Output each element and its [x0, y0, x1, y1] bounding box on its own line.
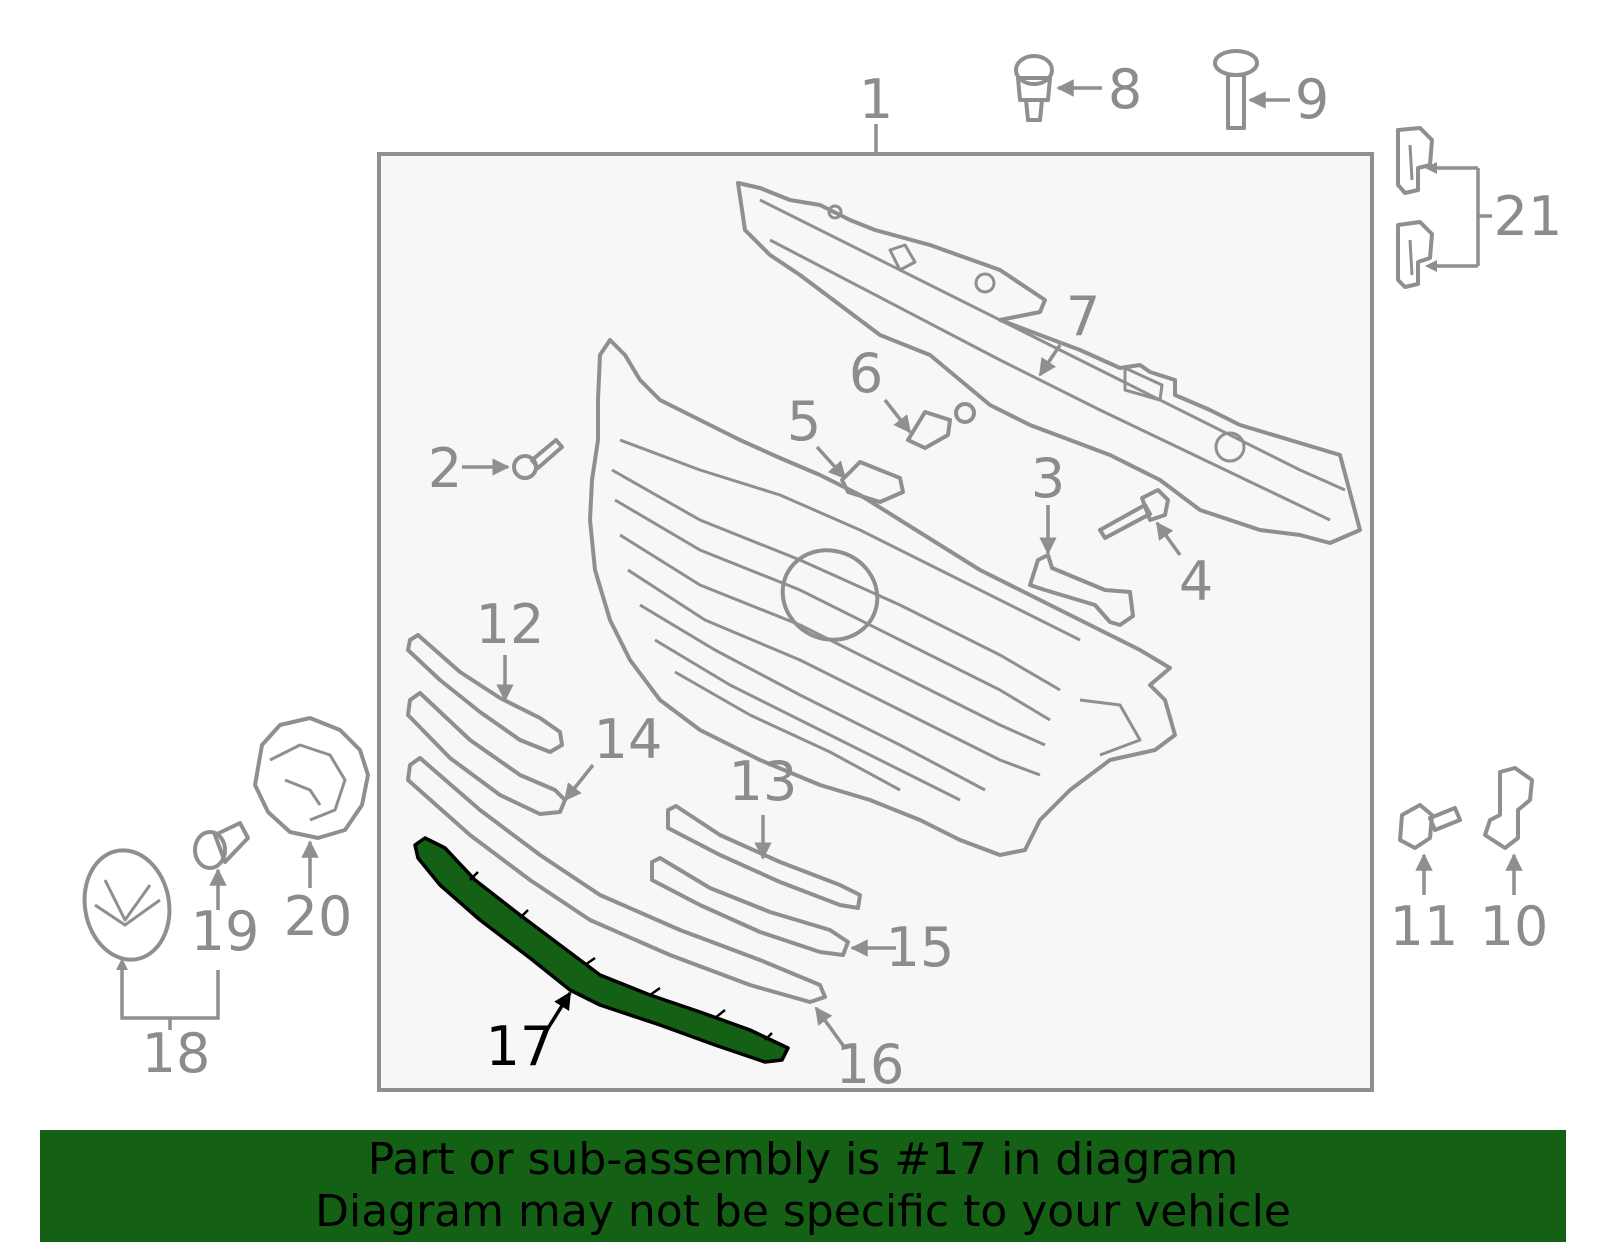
- callout-16: 16: [836, 1033, 905, 1096]
- notice-line-disclaimer: Diagram may not be specific to your vehi…: [315, 1186, 1291, 1237]
- leader-7: [1038, 344, 1062, 377]
- part-1-grille: [588, 338, 1177, 857]
- leader-6: [883, 398, 912, 434]
- part-13-trim: [666, 804, 862, 910]
- leader-5: [815, 445, 847, 480]
- part-17-lower-molding-highlighted: [413, 836, 790, 1064]
- leader-17: [543, 991, 572, 1034]
- leader-4: [1155, 521, 1182, 557]
- leader-18: [120, 965, 220, 1030]
- part-10-bracket: [1483, 766, 1534, 850]
- part-15-trim: [650, 856, 850, 957]
- part-8-push-clip: [1014, 54, 1054, 122]
- callout-10: 10: [1480, 895, 1549, 958]
- part-14-trim: [406, 691, 567, 816]
- callout-12: 12: [476, 593, 545, 656]
- callout-4: 4: [1179, 550, 1213, 613]
- part-7-upper-bracket: [736, 181, 1362, 545]
- part-2-bolt: [512, 438, 564, 480]
- notice-line-part: Part or sub-assembly is #17 in diagram: [367, 1134, 1239, 1185]
- part-18-emblem: [82, 848, 172, 962]
- callout-18: 18: [142, 1022, 211, 1085]
- leader-21: [1433, 166, 1492, 268]
- callout-17-highlighted: 17: [486, 1015, 555, 1078]
- callout-15: 15: [886, 916, 955, 979]
- leader-14: [563, 763, 595, 802]
- leader-16: [814, 1006, 847, 1050]
- callout-14: 14: [594, 708, 663, 771]
- callout-7: 7: [1066, 285, 1100, 348]
- callout-5: 5: [787, 390, 821, 453]
- callout-3: 3: [1031, 447, 1065, 510]
- notice-banner: Part or sub-assembly is #17 in diagram D…: [40, 1130, 1566, 1242]
- part-11-clip: [1398, 803, 1462, 850]
- callout-19: 19: [191, 900, 260, 963]
- part-3-bracket: [1028, 553, 1135, 627]
- callout-11: 11: [1390, 895, 1459, 958]
- part-4-bolt: [1098, 488, 1170, 540]
- callout-21: 21: [1494, 185, 1563, 248]
- callout-1: 1: [859, 68, 893, 131]
- part-12-trim: [406, 633, 564, 754]
- part-5-clip: [840, 460, 905, 504]
- callout-8: 8: [1108, 58, 1142, 121]
- callout-2: 2: [428, 437, 462, 500]
- part-6-pin: [906, 402, 976, 450]
- callout-6: 6: [849, 342, 883, 405]
- part-16-lower-strip: [406, 756, 827, 1004]
- part-21-clips: [1396, 126, 1434, 289]
- part-20-emblem-housing: [253, 716, 370, 840]
- callout-20: 20: [284, 885, 353, 948]
- part-19-grommet: [193, 821, 250, 870]
- callout-13: 13: [729, 750, 798, 813]
- part-9-bolt: [1213, 49, 1259, 130]
- callout-9: 9: [1295, 68, 1329, 131]
